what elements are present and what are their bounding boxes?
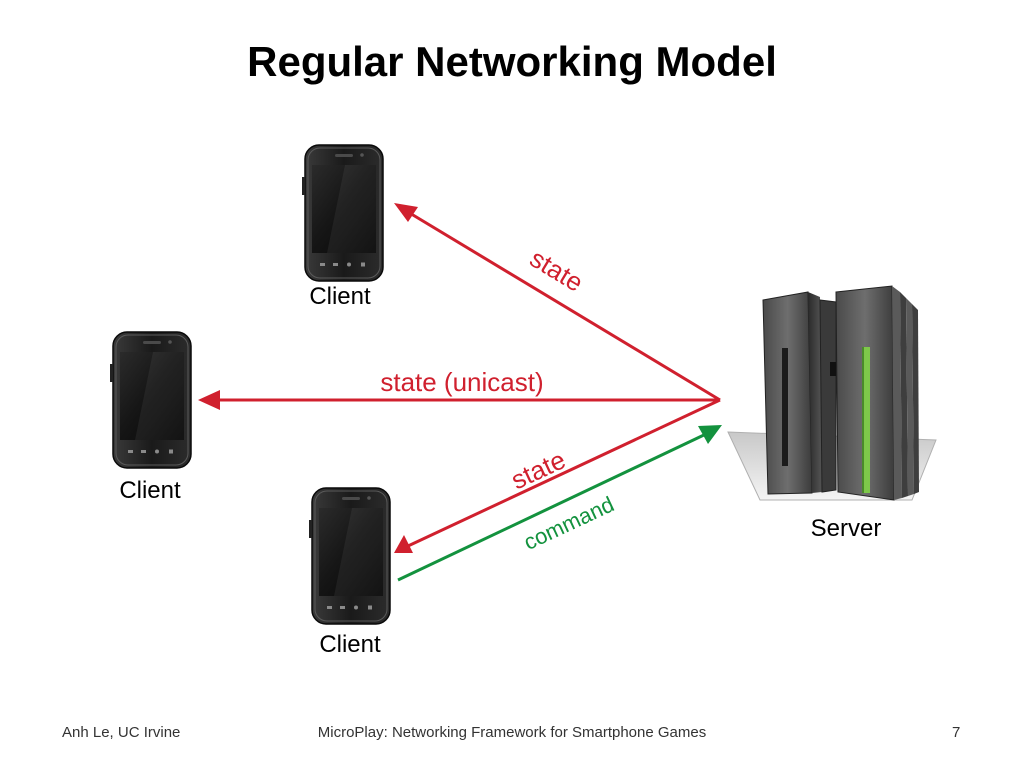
footer-title: MicroPlay: Networking Framework for Smar… <box>317 724 707 741</box>
smartphone-icon <box>109 331 192 469</box>
client-left-phone <box>109 331 192 469</box>
page-number: 7 <box>952 724 961 741</box>
smartphone-icon <box>301 144 384 282</box>
server-rack-icon <box>727 285 937 501</box>
client-bottom-phone <box>308 487 391 625</box>
edge-command <box>397 425 722 582</box>
client-left-label: Client <box>119 477 181 504</box>
edge-state-bottom <box>394 398 721 553</box>
edge-label-state-bottom: state <box>506 444 570 495</box>
client-top-label: Client <box>309 283 371 310</box>
slide-title: Regular Networking Model <box>247 38 777 85</box>
edge-label-state-unicast: state (unicast) <box>380 367 543 397</box>
smartphone-icon <box>308 487 391 625</box>
client-bottom-label: Client <box>319 631 381 658</box>
server-label: Server <box>811 515 882 542</box>
edge-state-unicast <box>198 390 720 410</box>
edge-state-top <box>394 203 721 402</box>
edge-label-command: command <box>520 491 618 554</box>
client-top-phone <box>301 144 384 282</box>
footer-author: Anh Le, UC Irvine <box>62 724 181 741</box>
